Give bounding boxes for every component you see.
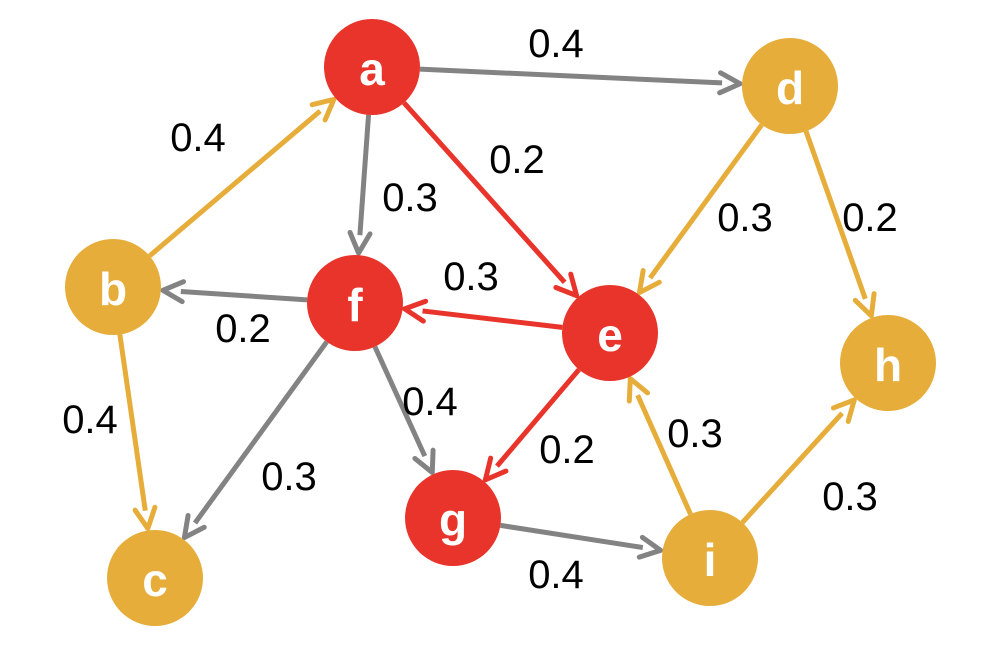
edge-a-d bbox=[419, 66, 743, 96]
node-a: a bbox=[324, 19, 420, 115]
edge-a-f bbox=[347, 114, 373, 256]
node-label-c: c bbox=[142, 554, 168, 606]
edge-arrowhead-a-f bbox=[347, 229, 373, 256]
edge-line-g-i bbox=[500, 522, 644, 551]
edge-weight-a-e: 0.2 bbox=[489, 138, 545, 182]
edge-line-e-g bbox=[495, 367, 581, 468]
node-label-f: f bbox=[347, 279, 363, 331]
node-circle-i bbox=[662, 510, 758, 606]
nodes-layer: a b c d e f g h i bbox=[65, 19, 936, 626]
node-label-e: e bbox=[597, 309, 623, 361]
edge-e-g bbox=[482, 367, 581, 483]
edge-weight-a-d: 0.4 bbox=[528, 22, 584, 66]
node-i: i bbox=[662, 510, 758, 606]
edge-line-f-b bbox=[180, 288, 308, 303]
node-circle-g bbox=[405, 470, 501, 566]
node-circle-a bbox=[324, 19, 420, 115]
node-c: c bbox=[107, 530, 203, 626]
edge-f-b bbox=[160, 279, 308, 305]
node-h: h bbox=[840, 315, 936, 411]
edge-arrowhead-i-h bbox=[830, 397, 857, 424]
edge-weight-d-e: 0.3 bbox=[717, 196, 773, 240]
edge-weight-b-c: 0.4 bbox=[62, 398, 118, 442]
node-b: b bbox=[65, 239, 161, 335]
edge-weight-i-e: 0.3 bbox=[667, 412, 723, 456]
edge-weight-d-h: 0.2 bbox=[842, 196, 898, 240]
node-label-b: b bbox=[99, 263, 127, 315]
edge-arrowhead-b-c bbox=[132, 504, 158, 532]
edge-line-a-d bbox=[419, 66, 723, 86]
edge-arrowhead-f-b bbox=[160, 279, 187, 305]
edge-g-i bbox=[500, 522, 664, 560]
node-circle-b bbox=[65, 239, 161, 335]
node-circle-e bbox=[562, 285, 658, 381]
node-e: e bbox=[562, 285, 658, 381]
node-circle-h bbox=[840, 315, 936, 411]
edge-arrowhead-a-e bbox=[553, 271, 580, 299]
edge-e-f bbox=[402, 298, 563, 330]
edge-weight-i-h: 0.3 bbox=[822, 475, 878, 519]
edge-d-e bbox=[636, 123, 764, 296]
edge-a-e bbox=[402, 101, 580, 299]
edge-weight-f-g: 0.4 bbox=[402, 380, 458, 424]
edge-i-h bbox=[740, 397, 857, 525]
edge-line-f-c bbox=[192, 340, 329, 525]
edge-weight-e-f: 0.3 bbox=[443, 255, 499, 299]
node-label-d: d bbox=[776, 62, 804, 114]
edge-line-d-h bbox=[803, 130, 868, 300]
edge-line-e-f bbox=[422, 308, 563, 330]
edge-line-f-g bbox=[372, 345, 428, 458]
node-label-i: i bbox=[704, 534, 717, 586]
node-label-a: a bbox=[359, 43, 385, 95]
edge-weight-a-f: 0.3 bbox=[382, 176, 438, 220]
edge-line-b-a bbox=[147, 109, 322, 258]
edge-weight-e-g: 0.2 bbox=[539, 428, 595, 472]
node-circle-f bbox=[307, 255, 403, 351]
edge-arrowhead-e-f bbox=[402, 298, 429, 324]
node-g: g bbox=[405, 470, 501, 566]
edge-arrowhead-i-e bbox=[626, 376, 651, 404]
node-label-g: g bbox=[439, 494, 467, 546]
edge-line-d-e bbox=[648, 123, 764, 280]
node-f: f bbox=[307, 255, 403, 351]
edge-line-a-f bbox=[357, 114, 372, 236]
node-circle-d bbox=[742, 38, 838, 134]
node-d: d bbox=[742, 38, 838, 134]
edge-arrowhead-f-c bbox=[181, 513, 207, 541]
edge-arrowhead-b-a bbox=[309, 96, 337, 123]
edge-b-a bbox=[147, 96, 337, 258]
edge-line-a-e bbox=[402, 101, 567, 284]
edge-f-g bbox=[372, 345, 436, 476]
edge-weight-f-b: 0.2 bbox=[215, 307, 271, 351]
edge-arrowhead-d-e bbox=[636, 268, 662, 296]
edge-i-e bbox=[626, 376, 693, 516]
edge-arrowhead-e-g bbox=[482, 455, 509, 483]
edge-weight-f-c: 0.3 bbox=[261, 455, 317, 499]
edge-arrowhead-g-i bbox=[636, 534, 664, 560]
edge-line-b-c bbox=[117, 334, 148, 512]
node-circle-c bbox=[107, 530, 203, 626]
edge-line-i-h bbox=[740, 411, 845, 525]
edge-weight-b-a: 0.4 bbox=[170, 116, 226, 160]
edges-layer bbox=[117, 66, 877, 560]
edge-b-c bbox=[117, 334, 158, 532]
edge-arrowhead-f-g bbox=[412, 447, 436, 476]
edge-d-h bbox=[803, 130, 877, 319]
node-label-h: h bbox=[874, 339, 902, 391]
edge-line-i-e bbox=[635, 394, 693, 516]
edge-f-c bbox=[181, 340, 329, 541]
edge-weight-g-i: 0.4 bbox=[528, 553, 584, 597]
edge-arrowhead-a-d bbox=[717, 70, 743, 96]
edge-arrowhead-d-h bbox=[852, 291, 877, 319]
